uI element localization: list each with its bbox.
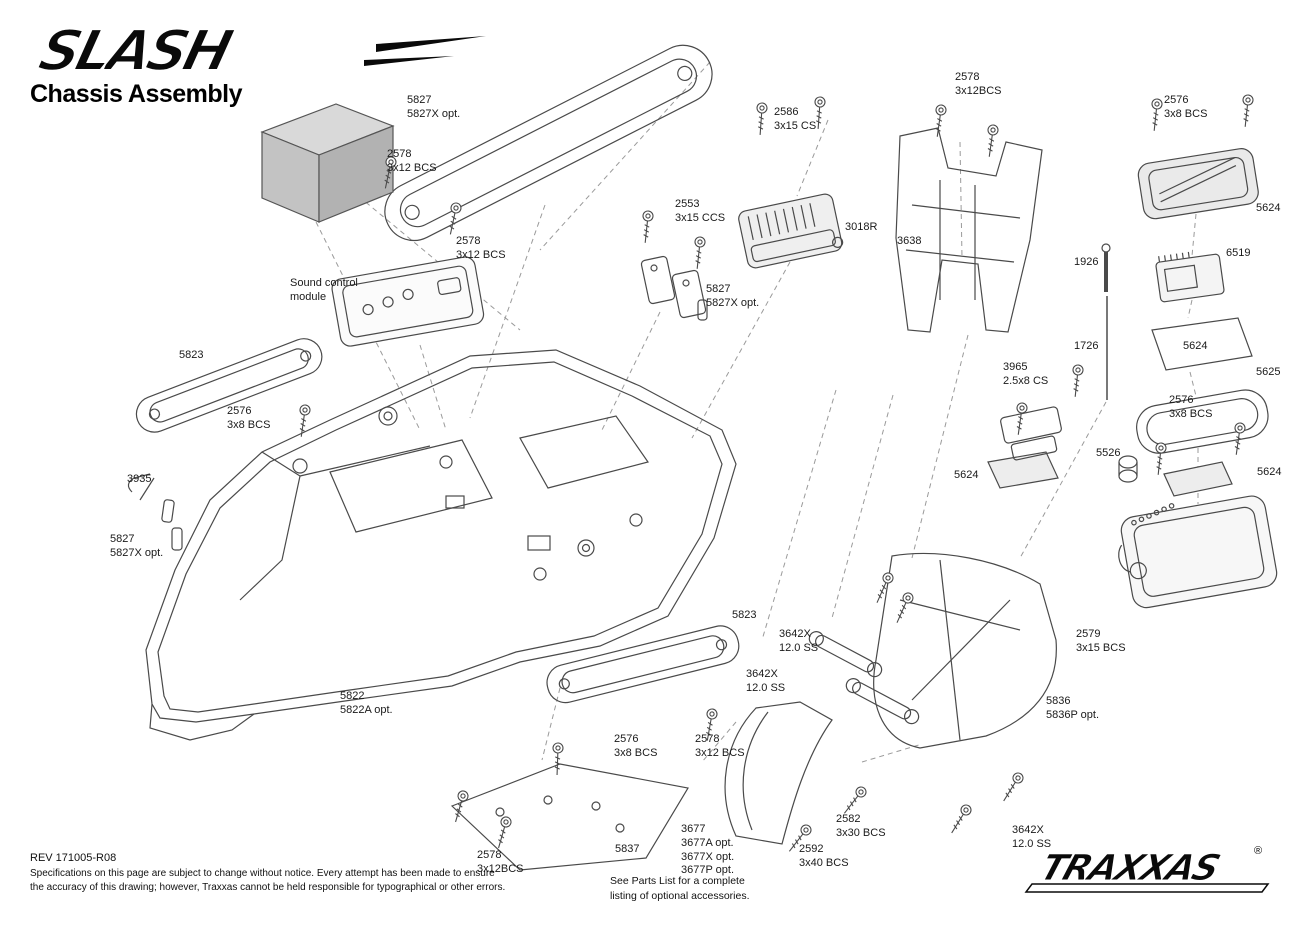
registered-mark: ® <box>1254 845 1262 857</box>
battery-strap-part <box>384 44 713 242</box>
part-label-2578-a: 2578 3x12 BCS <box>387 148 437 174</box>
disclaimer-text: Specifications on this page are subject … <box>30 868 506 893</box>
grommet-part <box>1118 455 1138 483</box>
part-label-2592: 2592 3x40 BCS <box>799 843 849 869</box>
linkage-rod-parts <box>808 631 920 725</box>
receiver-part <box>1155 251 1225 303</box>
page-title: Chassis Assembly <box>30 80 243 108</box>
part-label-5823-center: 5823 <box>732 609 757 621</box>
receiver-box-base-part <box>1118 495 1278 609</box>
part-label-2586: 2586 3x15 CS <box>774 106 817 132</box>
servo-mount-part <box>640 255 708 321</box>
part-label-5822: 5822 5822A opt. <box>340 690 393 716</box>
part-label-3018r: 3018R <box>845 221 878 233</box>
part-label-3935: 3935 <box>127 473 152 485</box>
slash-logo-speed-line <box>376 36 486 52</box>
part-label-1926: 1926 <box>1074 256 1099 268</box>
part-label-2576-a: 2576 3x8 BCS <box>1164 94 1208 120</box>
switch-cover-part <box>1000 406 1062 461</box>
leader-lines <box>311 61 1199 763</box>
sound-control-module-part <box>331 256 485 347</box>
battery-holddown-left-part <box>135 338 323 433</box>
part-label-5836: 5836 5836P opt. <box>1046 695 1100 721</box>
part-label-2553: 2553 3x15 CCS <box>675 198 726 224</box>
rear-bumper-part <box>873 552 1057 749</box>
seal-ring-part <box>1136 389 1269 454</box>
clip-and-posts-part <box>127 473 183 551</box>
chassis-plate-part <box>145 349 737 741</box>
part-label-2576-d: 2576 3x8 BCS <box>614 733 658 759</box>
slash-logo-text: SLASH <box>33 19 239 84</box>
revision-text: REV 171005-R08 <box>30 852 117 864</box>
part-label-sound-control-module: Sound control module <box>290 277 358 303</box>
esc-part <box>738 193 844 269</box>
part-label-2576-b: 2576 3x8 BCS <box>1169 394 1213 420</box>
part-label-5625: 5625 <box>1256 366 1281 378</box>
part-label-5827-top: 5827 5827X opt. <box>407 94 461 120</box>
part-label-2578-e: 2578 3x12BCS <box>477 849 524 875</box>
part-label-5624-c: 5624 <box>954 469 979 481</box>
part-label-1726: 1726 <box>1074 340 1099 352</box>
part-label-5624-b: 5624 <box>1183 340 1208 352</box>
rear-skid-part <box>724 701 833 845</box>
part-label-5624-d: 5624 <box>1257 466 1282 478</box>
foam-block-part <box>260 103 395 223</box>
part-label-3677: 3677 3677A opt. 3677X opt. 3677P opt. <box>681 823 735 877</box>
slash-logo-speed-line-2 <box>364 56 454 66</box>
part-label-3642x-c: 3642X 12.0 SS <box>1012 824 1052 850</box>
traxxas-logo-underline <box>1024 883 1270 893</box>
antenna-part <box>1101 243 1111 400</box>
battery-holddown-center-part <box>546 625 740 704</box>
front-skid-plate-part <box>450 763 689 871</box>
gasket-sheet-part <box>1151 317 1253 371</box>
part-label-5827-left: 5827 5827X opt. <box>110 533 164 559</box>
traxxas-logo-text: TRAXXAS <box>1035 847 1224 889</box>
part-label-2578-d: 2578 3x12 BCS <box>695 733 745 759</box>
part-label-2578-b: 2578 3x12BCS <box>955 71 1002 97</box>
part-label-3965: 3965 2.5x8 CS <box>1003 361 1049 387</box>
part-label-2578-c: 2578 3x12 BCS <box>456 235 506 261</box>
part-label-6519: 6519 <box>1226 247 1251 259</box>
part-label-2582: 2582 3x30 BCS <box>836 813 886 839</box>
parts-list-note: See Parts List for a complete listing of… <box>610 875 750 902</box>
part-label-5837: 5837 <box>615 843 640 855</box>
receiver-box-lid-part <box>1137 148 1259 220</box>
part-label-3642x-b: 3642X 12.0 SS <box>746 668 786 694</box>
shock-tower-part <box>895 127 1043 333</box>
traxxas-logo: TRAXXAS ® <box>1018 836 1278 911</box>
part-label-2576-c: 2576 3x8 BCS <box>227 405 271 431</box>
part-label-5823-left: 5823 <box>179 349 204 361</box>
foam-pad-parts <box>987 451 1233 497</box>
part-label-3638: 3638 <box>897 235 922 247</box>
part-label-2579: 2579 3x15 BCS <box>1076 628 1126 654</box>
part-label-5526: 5526 <box>1096 447 1121 459</box>
part-label-5624-a: 5624 <box>1256 202 1281 214</box>
part-label-5827-mid: 5827 5827X opt. <box>706 283 760 309</box>
slash-logo: SLASH <box>24 14 494 91</box>
part-label-3642x-a: 3642X 12.0 SS <box>779 628 819 654</box>
